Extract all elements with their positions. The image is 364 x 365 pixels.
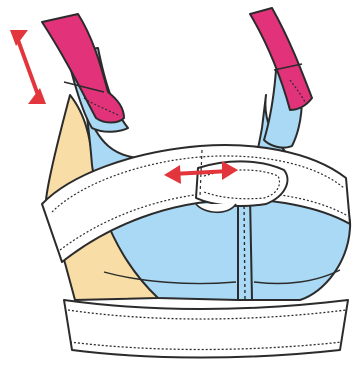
belt-fastening-tab xyxy=(196,161,287,206)
adjust-vertical-arrow-icon xyxy=(10,30,46,104)
